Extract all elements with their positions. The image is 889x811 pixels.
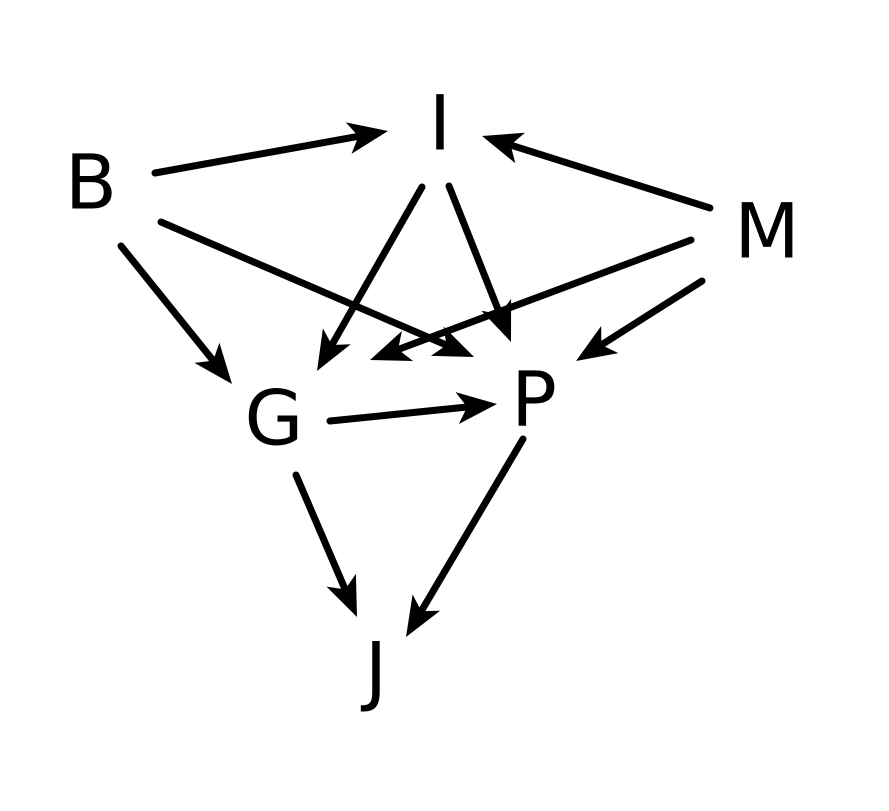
edge-m-to-p: [597, 277, 706, 349]
arrowhead-b-to-g-icon: [194, 342, 232, 384]
arrowhead-p-to-j-icon: [406, 594, 441, 637]
edge-b-to-i: [151, 132, 362, 177]
arrowhead-m-to-i-icon: [482, 132, 525, 164]
node-i: I: [429, 79, 451, 168]
edge-i-to-g: [328, 183, 426, 349]
arrowhead-b-to-p-icon: [430, 326, 474, 357]
node-p: P: [511, 355, 557, 444]
edge-g-to-j: [292, 471, 349, 593]
arrowhead-g-to-j-icon: [326, 573, 357, 617]
arrowhead-i-to-g-icon: [317, 328, 351, 371]
edge-p-to-j: [417, 435, 527, 615]
edge-b-to-p: [157, 218, 450, 349]
node-j: J: [361, 626, 387, 715]
edge-m-to-g: [394, 236, 695, 353]
edge-m-to-i: [507, 141, 714, 212]
nodes-layer: B I M G P J: [65, 79, 800, 715]
arrowhead-m-to-p-icon: [576, 326, 619, 361]
edge-g-to-p: [326, 403, 471, 425]
arrowhead-b-to-i-icon: [345, 122, 388, 154]
node-b: B: [65, 138, 117, 227]
node-g: G: [245, 374, 304, 463]
arrowhead-g-to-p-icon: [455, 392, 497, 424]
edge-i-to-p: [445, 182, 504, 318]
node-m: M: [734, 187, 800, 276]
arrowhead-m-to-g-icon: [370, 331, 414, 361]
edge-b-to-g: [117, 242, 217, 365]
edges-layer: [117, 122, 714, 637]
